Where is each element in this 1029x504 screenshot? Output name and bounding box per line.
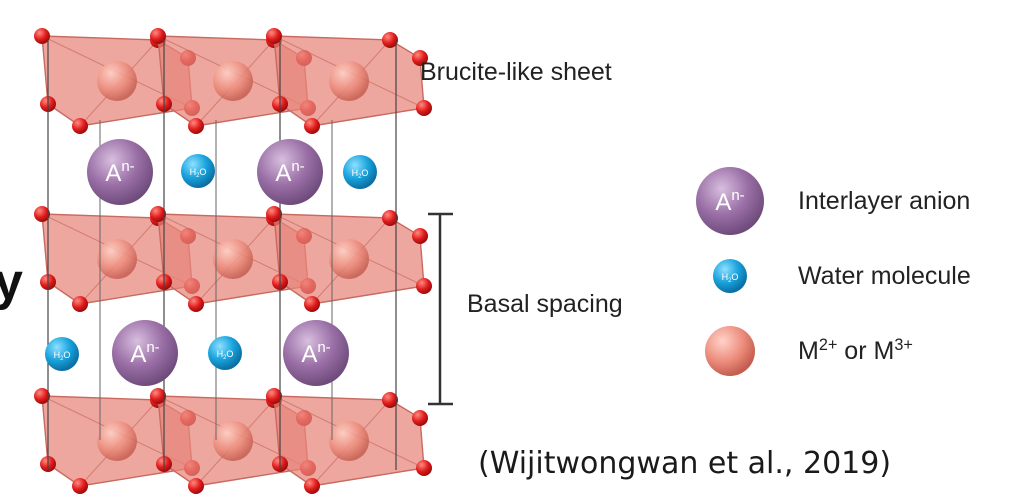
metal-cation bbox=[97, 61, 137, 101]
basal-spacing-bracket bbox=[428, 212, 453, 406]
metal-cation bbox=[329, 421, 369, 461]
water-molecule: H2O bbox=[343, 155, 377, 189]
oxygen-atom bbox=[188, 118, 204, 134]
oxygen-atom bbox=[416, 460, 432, 476]
interlayer-anion: An- bbox=[112, 320, 178, 386]
oxygen-atom bbox=[412, 228, 428, 244]
citation-text: (Wijitwongwan et al., 2019) bbox=[478, 446, 892, 481]
brucite-sheet-label: Brucite-like sheet bbox=[420, 58, 612, 86]
interlayer-anion: An- bbox=[283, 320, 349, 386]
interlayer-anion: An- bbox=[257, 139, 323, 205]
svg-text:H2O: H2O bbox=[190, 167, 207, 179]
oxygen-atom bbox=[34, 388, 50, 404]
oxygen-atom bbox=[416, 100, 432, 116]
oxygen-atom bbox=[382, 210, 398, 226]
oxygen-atom bbox=[304, 118, 320, 134]
brucite-sheet bbox=[34, 28, 432, 134]
svg-text:An-: An- bbox=[301, 339, 330, 368]
svg-text:H2O: H2O bbox=[352, 168, 369, 180]
oxygen-atom bbox=[150, 206, 166, 222]
oxygen-atom bbox=[150, 28, 166, 44]
interlayer-region: An- H2O An- H2O H2O An- H2O An- bbox=[45, 40, 397, 470]
interlayer-anion: An- bbox=[87, 139, 153, 205]
svg-text:An-: An- bbox=[105, 158, 134, 187]
crystal-layers bbox=[34, 28, 432, 494]
oxygen-atom bbox=[72, 118, 88, 134]
basal-spacing-label: Basal spacing bbox=[467, 290, 623, 318]
legend-metal-icon bbox=[705, 326, 755, 376]
oxygen-atom bbox=[266, 388, 282, 404]
brucite-sheet bbox=[34, 388, 432, 494]
metal-cation bbox=[329, 61, 369, 101]
legend-water-icon: H2O bbox=[713, 259, 747, 293]
oxygen-atom bbox=[304, 478, 320, 494]
oxygen-atom bbox=[34, 206, 50, 222]
oxygen-atom bbox=[382, 32, 398, 48]
svg-text:An-: An- bbox=[715, 187, 744, 216]
legend-water-label: Water molecule bbox=[798, 262, 971, 290]
svg-text:H2O: H2O bbox=[722, 272, 739, 284]
oxygen-atom bbox=[150, 388, 166, 404]
svg-text:An-: An- bbox=[275, 158, 304, 187]
metal-cation bbox=[97, 421, 137, 461]
oxygen-atom bbox=[412, 50, 428, 66]
oxygen-atom bbox=[266, 206, 282, 222]
metal-cation bbox=[213, 239, 253, 279]
metal-cation bbox=[213, 61, 253, 101]
oxygen-atom bbox=[188, 296, 204, 312]
svg-text:H2O: H2O bbox=[54, 350, 71, 362]
oxygen-atom bbox=[382, 392, 398, 408]
oxygen-atom bbox=[416, 278, 432, 294]
cropped-edge-letter: y bbox=[0, 253, 23, 311]
legend-anion-icon: An- bbox=[696, 167, 764, 235]
legend-metal-label: M2+ or M3+ bbox=[798, 336, 913, 365]
water-molecule: H2O bbox=[208, 336, 242, 370]
oxygen-atom bbox=[34, 28, 50, 44]
oxygen-atom bbox=[412, 410, 428, 426]
water-molecule: H2O bbox=[181, 154, 215, 188]
oxygen-atom bbox=[304, 296, 320, 312]
brucite-sheet bbox=[34, 206, 432, 312]
oxygen-atom bbox=[266, 28, 282, 44]
legend-anion-label: Interlayer anion bbox=[798, 187, 971, 215]
svg-text:H2O: H2O bbox=[217, 349, 234, 361]
interlayer-rods bbox=[47, 40, 397, 470]
metal-cation bbox=[213, 421, 253, 461]
oxygen-atom bbox=[188, 478, 204, 494]
svg-text:An-: An- bbox=[130, 339, 159, 368]
metal-cation bbox=[329, 239, 369, 279]
water-molecule: H2O bbox=[45, 337, 79, 371]
oxygen-atom bbox=[72, 478, 88, 494]
oxygen-atom bbox=[72, 296, 88, 312]
metal-cation bbox=[97, 239, 137, 279]
